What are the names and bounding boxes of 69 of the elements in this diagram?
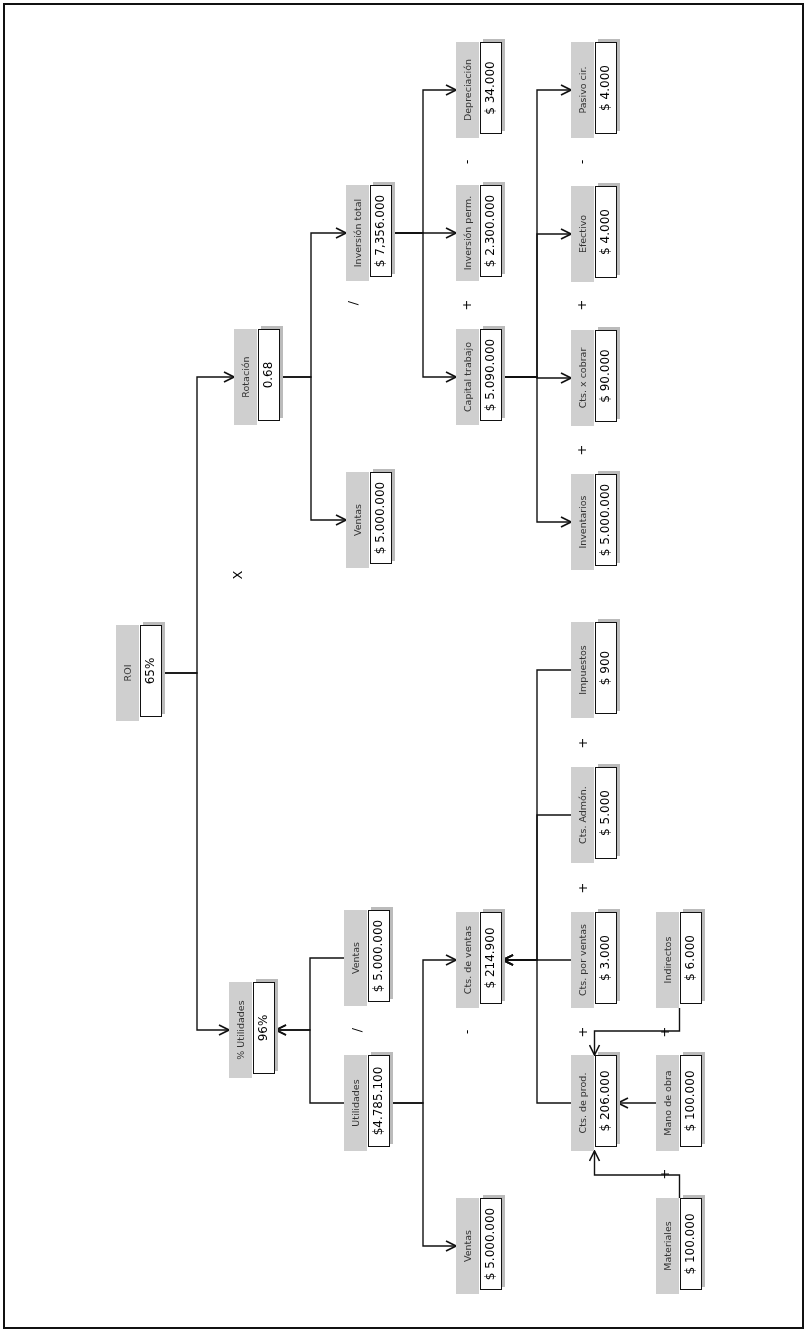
node-heading: Rotación bbox=[234, 329, 257, 425]
value-box: $ 2.300.000 bbox=[480, 185, 502, 277]
node-heading: Efectivo bbox=[571, 186, 594, 282]
operator-sign: X bbox=[231, 569, 245, 582]
connector-arrow bbox=[588, 1150, 681, 1199]
value-box: $ 5.090.000 bbox=[480, 329, 502, 421]
operator-sign: - bbox=[575, 158, 589, 167]
operator-sign: + bbox=[576, 881, 590, 895]
connector-arrow bbox=[588, 1007, 681, 1056]
node-heading: Cts. x cobrar bbox=[571, 330, 594, 426]
connector-arrow bbox=[162, 371, 235, 674]
operator-sign: + bbox=[658, 1025, 672, 1039]
connector-arrow bbox=[390, 954, 457, 1104]
operator-sign: + bbox=[576, 736, 590, 750]
node-heading: % Utilidades bbox=[229, 982, 252, 1078]
node-heading: Cts. de prod. bbox=[571, 1055, 594, 1151]
value-box: $4.785.100 bbox=[368, 1055, 390, 1147]
value-box: $ 100.000 bbox=[680, 1055, 702, 1147]
value-box: $ 100.000 bbox=[680, 1198, 702, 1290]
value-box: $ 4.000 bbox=[595, 42, 617, 134]
node-heading: Ventas bbox=[456, 1198, 479, 1294]
node-heading: Utilidades bbox=[344, 1055, 367, 1151]
operator-sign: + bbox=[658, 1167, 672, 1181]
node-heading: ROI bbox=[116, 625, 139, 721]
value-box: $ 5.000 bbox=[595, 767, 617, 859]
node-heading: Capital trabajo bbox=[456, 329, 479, 425]
operator-sign: / bbox=[350, 1026, 364, 1035]
value-box: 0.68 bbox=[258, 329, 280, 421]
operator-sign: + bbox=[576, 1025, 590, 1039]
node-heading: Impuestos bbox=[571, 622, 594, 718]
value-box: $ 34.000 bbox=[480, 42, 502, 134]
value-box: 96% bbox=[253, 982, 275, 1074]
node-heading: Pasivo cir. bbox=[571, 42, 594, 138]
connector-arrow bbox=[275, 957, 345, 1036]
value-box: $ 3.000 bbox=[595, 912, 617, 1004]
node-heading: Inventarios bbox=[571, 474, 594, 570]
value-box: $ 900 bbox=[595, 622, 617, 714]
node-heading: Ventas bbox=[346, 472, 369, 568]
value-box: $ 206.000 bbox=[595, 1055, 617, 1147]
operator-sign: + bbox=[575, 443, 589, 457]
value-box: 65% bbox=[140, 625, 162, 717]
node-heading: Cts. de ventas bbox=[456, 912, 479, 1008]
operator-sign: + bbox=[460, 298, 474, 312]
value-box: $ 90.000 bbox=[595, 330, 617, 422]
node-heading: Indirectos bbox=[656, 912, 679, 1008]
connector-arrow bbox=[617, 1097, 657, 1109]
node-heading: Ventas bbox=[344, 910, 367, 1006]
node-heading: Inversión perm. bbox=[456, 185, 479, 281]
value-box: $ 7,356.000 bbox=[370, 185, 392, 277]
value-box: $ 5.000.000 bbox=[370, 472, 392, 564]
connector-arrow bbox=[280, 227, 347, 378]
value-box: $ 5.000.000 bbox=[368, 910, 390, 1002]
node-heading: Inversión total bbox=[346, 185, 369, 281]
node-heading: Depreciación bbox=[456, 42, 479, 138]
value-box: $ 4.000 bbox=[595, 186, 617, 278]
value-box: $ 5.000.000 bbox=[480, 1198, 502, 1290]
node-heading: Cts. Admón. bbox=[571, 767, 594, 863]
operator-sign: + bbox=[575, 298, 589, 312]
connector-arrow bbox=[502, 669, 572, 966]
value-box: $ 214.900 bbox=[480, 912, 502, 1004]
value-box: $ 6.000 bbox=[680, 912, 702, 1004]
node-heading: Mano de obra bbox=[656, 1055, 679, 1151]
node-heading: Cts. por ventas bbox=[571, 912, 594, 1008]
operator-sign: / bbox=[346, 299, 360, 308]
node-heading: Materiales bbox=[656, 1198, 679, 1294]
operator-sign: - bbox=[460, 158, 474, 167]
connector-arrow bbox=[392, 84, 457, 234]
value-box: $ 5.000.000 bbox=[595, 474, 617, 566]
operator-sign: - bbox=[460, 1028, 474, 1037]
